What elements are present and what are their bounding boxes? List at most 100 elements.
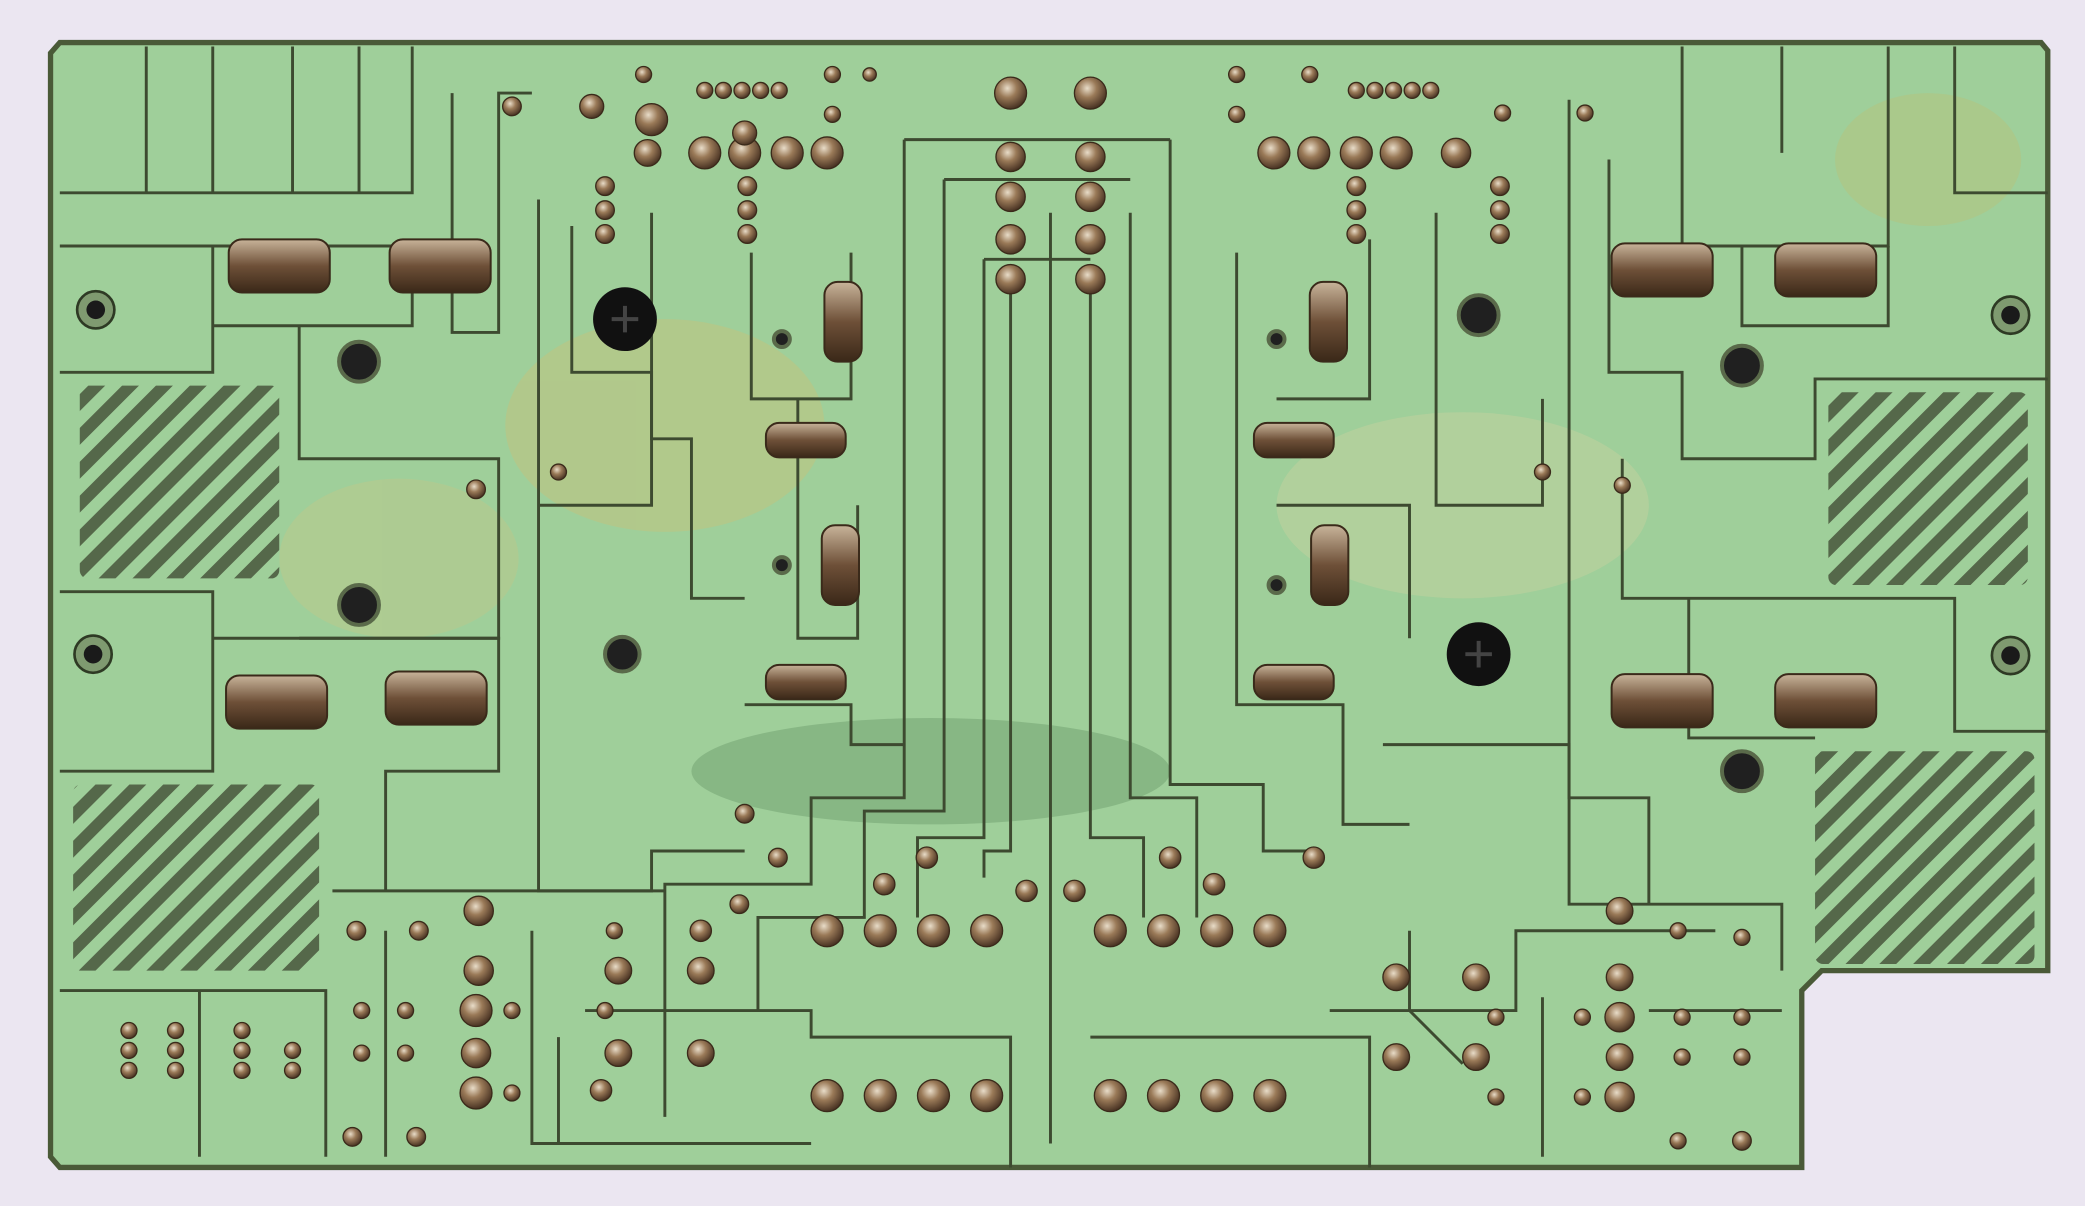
solder-pad xyxy=(1384,81,1403,100)
solder-pad xyxy=(1200,914,1234,948)
solder-pad xyxy=(579,93,605,120)
solder-pad xyxy=(1605,1043,1634,1072)
solder-pad xyxy=(604,1039,633,1068)
solder-pad xyxy=(714,81,733,100)
solder-pad xyxy=(1489,176,1510,197)
via-hole xyxy=(1266,575,1287,596)
solder-pad xyxy=(396,1001,415,1020)
solder-pad xyxy=(810,1079,844,1113)
large-solder-pad xyxy=(1252,421,1335,459)
solder-pad xyxy=(751,81,770,100)
trace xyxy=(756,179,946,1011)
via-hole xyxy=(771,555,792,576)
solder-pad xyxy=(993,76,1028,110)
large-solder-pad xyxy=(1610,242,1714,298)
solder-pad xyxy=(1604,1081,1635,1113)
solder-pad xyxy=(1673,1048,1691,1066)
mounting-hole xyxy=(73,634,114,675)
solder-pad xyxy=(595,200,615,221)
solder-pad xyxy=(767,847,788,868)
solder-pad xyxy=(696,81,714,100)
trace xyxy=(1687,598,1816,740)
solder-pad xyxy=(1605,896,1634,925)
trace xyxy=(1382,743,1784,971)
solder-pad xyxy=(1379,136,1413,170)
solder-pad xyxy=(810,136,844,170)
trace xyxy=(59,46,414,195)
large-solder-pad xyxy=(764,421,847,459)
solder-pad xyxy=(501,96,522,117)
trace xyxy=(982,285,1013,878)
solder-pad xyxy=(233,1061,251,1080)
solder-pad xyxy=(1093,1079,1127,1113)
solder-pad xyxy=(1462,963,1490,992)
large-pads xyxy=(225,238,1878,730)
solder-pad xyxy=(233,1041,251,1060)
solder-pad xyxy=(459,993,493,1028)
solder-pad xyxy=(872,872,896,896)
solder-pad xyxy=(1346,200,1367,221)
solder-pad xyxy=(737,176,758,197)
solder-pad xyxy=(686,956,715,985)
solder-pad xyxy=(353,1044,371,1062)
solder-pad xyxy=(1227,65,1246,84)
large-solder-pad xyxy=(1774,242,1878,298)
solder-pad xyxy=(589,1079,613,1102)
large-solder-pad xyxy=(764,663,847,701)
solder-pad xyxy=(1202,872,1226,896)
solder-pad xyxy=(686,1039,715,1068)
solder-pad xyxy=(1073,76,1107,110)
solder-pad xyxy=(283,1041,302,1060)
trace xyxy=(212,636,501,891)
solder-pad xyxy=(737,200,758,221)
hole xyxy=(2001,646,2020,665)
hatch-area xyxy=(1815,751,2035,965)
solder-pad xyxy=(634,65,653,84)
solder-pad xyxy=(732,120,758,146)
hole xyxy=(2001,305,2020,325)
solder-pad xyxy=(1075,263,1106,295)
mounting-hole xyxy=(1990,295,2031,336)
trace xyxy=(1740,245,1890,328)
solder-pad xyxy=(1382,1043,1411,1072)
solder-pad xyxy=(120,1041,138,1060)
via-hole xyxy=(1456,293,1501,338)
solder-pad xyxy=(916,914,951,948)
solder-pad xyxy=(995,263,1026,295)
solder-pad xyxy=(1297,136,1331,170)
large-solder-pad xyxy=(1310,524,1350,606)
solder-pad xyxy=(406,1126,427,1147)
solder-pad xyxy=(1487,1088,1505,1106)
solder-pad xyxy=(1733,1048,1751,1066)
trace xyxy=(1607,159,2048,461)
mounting-holes xyxy=(73,287,2031,794)
solder-pad xyxy=(120,1061,138,1080)
solder-pad xyxy=(233,1021,251,1040)
solder-pad xyxy=(915,846,939,869)
solder-pad xyxy=(823,65,842,84)
trace xyxy=(650,212,745,600)
solder-pad xyxy=(1301,65,1319,84)
solder-pad xyxy=(595,224,615,244)
trace xyxy=(663,139,906,1117)
solder-pad xyxy=(1669,922,1687,940)
solder-pad xyxy=(862,67,877,82)
solder-pad xyxy=(810,914,844,948)
solder-pad xyxy=(1146,1079,1181,1113)
solder-pad xyxy=(503,1084,521,1102)
solder-pad xyxy=(353,1001,371,1020)
solder-pad xyxy=(120,1021,138,1040)
screw xyxy=(593,287,657,352)
trace xyxy=(1235,252,1410,826)
solder-pad xyxy=(1015,879,1038,903)
solder-pad xyxy=(970,914,1004,948)
solder-pad xyxy=(283,1061,302,1080)
solder-pad xyxy=(734,803,755,824)
solder-pad xyxy=(408,920,429,941)
solder-pad xyxy=(1669,1132,1687,1150)
solder-pad xyxy=(970,1079,1004,1113)
solder-pad xyxy=(1673,1008,1691,1026)
solder-pad xyxy=(1146,914,1181,948)
solder-pad xyxy=(1462,1043,1490,1072)
